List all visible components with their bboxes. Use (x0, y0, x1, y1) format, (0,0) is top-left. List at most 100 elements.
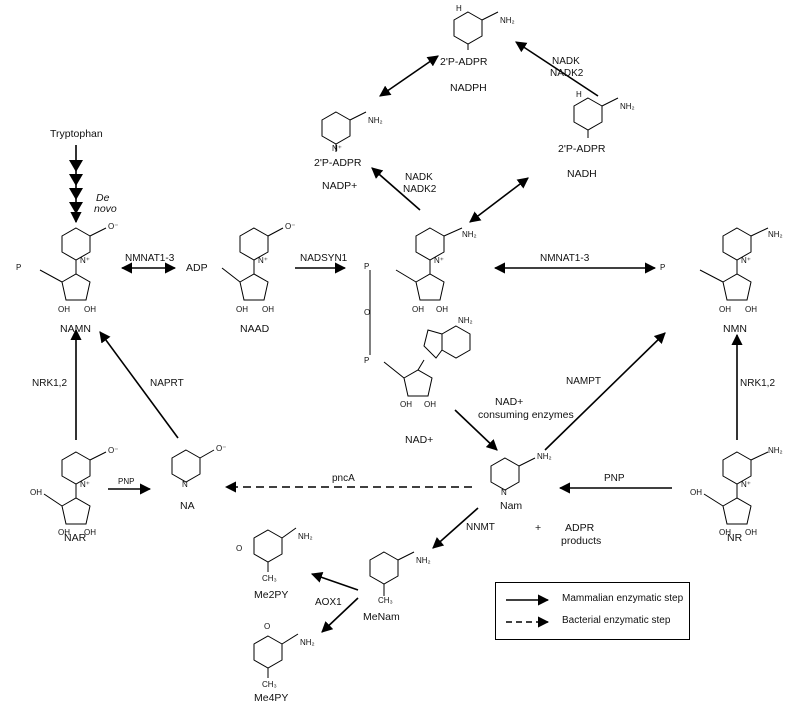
plus-sign: + (535, 522, 542, 534)
nampt-label: NAMPT (566, 376, 601, 387)
nr-ho: OH (690, 488, 702, 497)
de-novo-label-2: novo (94, 203, 117, 215)
naad-ribose (239, 273, 269, 301)
nadph-h: H (456, 4, 462, 13)
namn-ribose (61, 273, 91, 301)
nadp-adpr-label: 2'P-ADPR (314, 157, 362, 169)
nad-consuming-label-2: consuming enzymes (478, 409, 574, 421)
nmn-n-plus: N⁺ (741, 256, 751, 265)
nmn-label: NMN (723, 323, 747, 335)
nr-label: NR (727, 532, 743, 544)
adp-label: ADP (186, 262, 208, 274)
namn-oh-2: OH (84, 305, 96, 314)
nam-amide: NH₂ (537, 452, 552, 461)
nad-bridge-o: O (364, 308, 371, 317)
pnp-right-label: PNP (604, 473, 625, 484)
nar-oh-1: OH (58, 528, 70, 537)
arrow-nam-nmn (544, 332, 666, 451)
menam-label: MeNam (363, 611, 400, 623)
nar-ho: OH (30, 488, 42, 497)
adpr-products-label-2: products (561, 535, 602, 547)
nar-ribose (61, 497, 91, 525)
arrow-na-namn (99, 331, 179, 439)
nad-ribose-bottom (403, 369, 433, 397)
legend-mammalian-text: Mammalian enzymatic step (562, 593, 684, 604)
legend-dashed-arrow-icon (506, 616, 550, 628)
naad-carboxylate: O⁻ (285, 222, 296, 231)
nadph-pyridine (453, 11, 483, 45)
arrow-nad-nadp (371, 167, 421, 211)
namn-phosphate: P (16, 263, 22, 272)
nmn-ribose (722, 273, 752, 301)
nadh-pyridine (573, 97, 603, 131)
nadh-amide: NH₂ (620, 102, 635, 111)
nadph-adpr-label: 2'P-ADPR (440, 56, 488, 68)
nadh-adpr-label: 2'P-ADPR (558, 143, 606, 155)
na-label: NA (180, 500, 195, 512)
legend-solid-arrow-icon (506, 594, 550, 606)
nad-consuming-label-1: NAD+ (495, 396, 524, 408)
me4py-ring (253, 635, 283, 669)
nmn-phosphate: P (660, 263, 666, 272)
arrow-menam-me4py (321, 597, 359, 633)
nrk-right-label: NRK1,2 (740, 378, 776, 389)
arrow-nadp-nadph (379, 55, 439, 97)
nadp-n-plus: N⁺ (332, 144, 342, 153)
menam-pyridine (369, 551, 399, 585)
nadp-label: NADP+ (322, 180, 358, 192)
nadk-top-label-1: NADK (552, 56, 580, 67)
de-novo-label-1: De (96, 192, 110, 204)
pnca-label: pncA (332, 473, 355, 484)
nam-n: N (501, 488, 507, 497)
me4py-amide: NH₂ (300, 638, 315, 647)
naad-oh-1: OH (236, 305, 248, 314)
me4py-oxo: O (264, 622, 271, 631)
nad-oh-3: OH (400, 400, 412, 409)
menam-methyl: CH₃ (378, 596, 393, 605)
nr-amide: NH₂ (768, 446, 783, 455)
nadp-pyridine (321, 111, 351, 145)
namn-oh-1: OH (58, 305, 70, 314)
nad-phosphate-2: P (364, 356, 370, 365)
nar-carboxylate: O⁻ (108, 446, 119, 455)
na-pyridine (171, 449, 201, 483)
nr-n-plus: N⁺ (741, 480, 751, 489)
nmn-oh-2: OH (745, 305, 757, 314)
menam-amide: NH₂ (416, 556, 431, 565)
nad-label: NAD+ (405, 434, 434, 446)
me2py-methyl: CH₃ (262, 574, 277, 583)
me2py-amide: NH₂ (298, 532, 313, 541)
nam-pyridine (490, 457, 520, 491)
adpr-products-label-1: ADPR (565, 522, 595, 534)
nad-oh-4: OH (424, 400, 436, 409)
arrow-nadh-nadph (515, 41, 599, 97)
nadsyn1-label: NADSYN1 (300, 253, 348, 264)
legend-box: Mammalian enzymatic step Bacterial enzym… (495, 582, 690, 640)
nadk-mid-label-2: NADK2 (403, 184, 437, 195)
naad-n-plus: N⁺ (258, 256, 268, 265)
nadh-label: NADH (567, 168, 597, 180)
naprt-label: NAPRT (150, 378, 184, 389)
nadph-label: NADPH (450, 82, 487, 94)
nadp-amide: NH₂ (368, 116, 383, 125)
nad-n-plus: N⁺ (434, 256, 444, 265)
nam-label: Nam (500, 500, 523, 512)
aox1-label: AOX1 (315, 597, 342, 608)
nr-ribose (722, 497, 752, 525)
nmn-oh-1: OH (719, 305, 731, 314)
nad-oh-2: OH (436, 305, 448, 314)
me2py-ring (253, 529, 283, 563)
na-carboxylate: O⁻ (216, 444, 227, 453)
nrk-left-label: NRK1,2 (32, 378, 68, 389)
nmn-amide: NH₂ (768, 230, 783, 239)
nad-amide: NH₂ (462, 230, 477, 239)
naad-oh-2: OH (262, 305, 274, 314)
me2py-label: Me2PY (254, 589, 289, 601)
nad-phosphate-1: P (364, 262, 370, 271)
namn-carboxylate: O⁻ (108, 222, 119, 231)
arrow-nad-nam (454, 409, 498, 451)
nar-oh-2: OH (84, 528, 96, 537)
nar-n-plus: N⁺ (80, 480, 90, 489)
